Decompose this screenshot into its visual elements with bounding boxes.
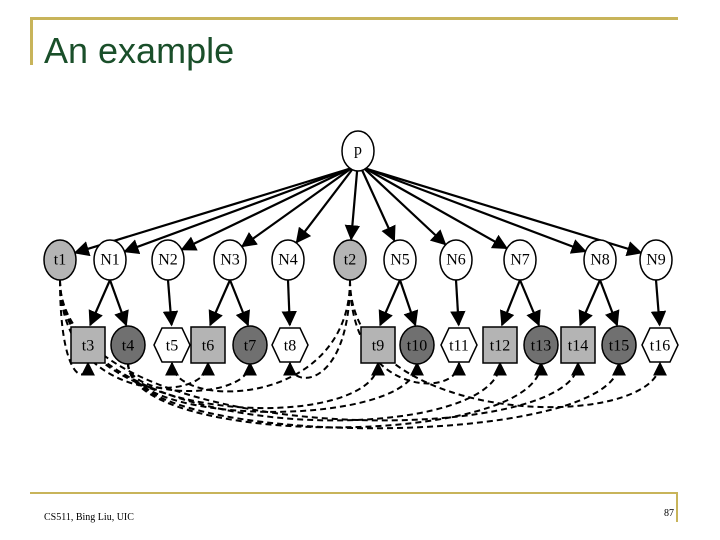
dashed-link-t2-t5 xyxy=(165,279,351,393)
node-label-t16: t16 xyxy=(650,338,670,355)
edge-p-N8 xyxy=(366,167,587,254)
node-N8: N8 xyxy=(583,239,617,281)
node-t10: t10 xyxy=(399,325,435,365)
edge-p-N5 xyxy=(360,168,396,242)
edge-N8-t14 xyxy=(578,279,602,327)
dashed-link-t4-t7 xyxy=(127,361,257,392)
edge-N5-t9 xyxy=(378,279,402,327)
node-t8: t8 xyxy=(271,327,309,363)
node-t9: t9 xyxy=(360,326,396,364)
node-t12: t12 xyxy=(482,326,518,364)
dashed-link-t1-t6 xyxy=(59,279,215,389)
node-t1: t1 xyxy=(43,239,77,281)
node-label-t13: t13 xyxy=(531,338,551,355)
node-label-t8: t8 xyxy=(284,338,296,355)
edge-N8-t15 xyxy=(598,279,620,327)
node-label-t11: t11 xyxy=(449,338,469,355)
dashed-link-t2-t8 xyxy=(283,279,351,379)
node-label-N7: N7 xyxy=(510,252,530,269)
footer-credit: CS511, Bing Liu, UIC xyxy=(44,512,134,523)
node-N4: N4 xyxy=(271,239,305,281)
node-t15: t15 xyxy=(601,325,637,365)
edge-p-t1 xyxy=(73,167,349,257)
edge-p-N1 xyxy=(123,167,350,254)
node-label-t7: t7 xyxy=(244,338,256,355)
node-t11: t11 xyxy=(440,327,478,363)
node-t4: t4 xyxy=(110,325,146,365)
node-p: p xyxy=(341,130,375,172)
node-t13: t13 xyxy=(523,325,559,365)
dashed-link-t1-t3 xyxy=(59,279,95,376)
solid-edges xyxy=(73,167,667,327)
edge-N9-t16 xyxy=(650,279,667,327)
node-label-t3: t3 xyxy=(82,338,94,355)
dashed-link-t4-t15 xyxy=(127,361,626,430)
node-label-N2: N2 xyxy=(158,252,178,269)
node-N5: N5 xyxy=(383,239,417,281)
node-label-t10: t10 xyxy=(407,338,427,355)
node-t6: t6 xyxy=(190,326,226,364)
dashed-link-t4-t10 xyxy=(127,361,424,413)
node-N1: N1 xyxy=(93,239,127,281)
slide-frame-top xyxy=(30,17,678,20)
node-label-t4: t4 xyxy=(122,338,134,355)
node-label-N8: N8 xyxy=(590,252,610,269)
node-label-t2: t2 xyxy=(344,252,356,269)
edge-p-N4 xyxy=(295,168,354,244)
edge-p-N2 xyxy=(180,168,350,251)
edge-N2-t5 xyxy=(162,279,179,327)
slide-frame-left xyxy=(30,17,33,65)
node-t7: t7 xyxy=(232,325,268,365)
node-label-t6: t6 xyxy=(202,338,214,355)
node-N9: N9 xyxy=(639,239,673,281)
node-N7: N7 xyxy=(503,239,537,281)
node-t16: t16 xyxy=(641,327,679,363)
edge-p-N6 xyxy=(363,168,447,246)
slide-frame-bottom xyxy=(30,492,678,494)
node-label-N1: N1 xyxy=(100,252,120,269)
node-label-t14: t14 xyxy=(568,338,588,355)
node-t5: t5 xyxy=(153,327,191,363)
node-label-N5: N5 xyxy=(390,252,410,269)
edge-N6-t11 xyxy=(450,279,466,327)
page-number: 87 xyxy=(664,508,674,519)
node-label-N4: N4 xyxy=(278,252,298,269)
edge-p-t2 xyxy=(344,168,361,241)
node-label-t9: t9 xyxy=(372,338,384,355)
dashed-link-t4-t13 xyxy=(127,361,548,429)
node-label-t1: t1 xyxy=(54,252,66,269)
node-label-N9: N9 xyxy=(646,252,666,269)
dashed-link-t1-t12 xyxy=(59,279,507,422)
node-label-N6: N6 xyxy=(446,252,466,269)
edge-N7-t12 xyxy=(499,279,522,327)
edge-N3-t6 xyxy=(208,279,232,327)
edge-N1-t4 xyxy=(108,279,129,327)
edge-N1-t3 xyxy=(88,279,112,327)
node-t14: t14 xyxy=(560,326,596,364)
node-N6: N6 xyxy=(439,239,473,281)
dashed-link-t1-t9 xyxy=(59,279,385,410)
page-title: An example xyxy=(44,30,235,71)
node-t2: t2 xyxy=(333,239,367,281)
edge-N4-t8 xyxy=(281,279,297,327)
node-label-t12: t12 xyxy=(490,338,510,355)
node-N3: N3 xyxy=(213,239,247,281)
edge-N3-t7 xyxy=(228,279,251,327)
edge-N5-t10 xyxy=(398,279,419,327)
dashed-link-t2-t11 xyxy=(349,279,466,385)
node-label-N3: N3 xyxy=(220,252,240,269)
node-label-t5: t5 xyxy=(166,338,178,355)
node-label-t15: t15 xyxy=(609,338,629,355)
edge-p-N9 xyxy=(367,167,643,257)
edge-p-N3 xyxy=(240,168,352,248)
nodes: p t1 N1 N2 N3 N4 t2 N5 N6 N7 N8 N9 t3 t4 t5 t6 t7 t8 t9 t10… xyxy=(43,130,679,365)
edge-N7-t13 xyxy=(518,279,541,327)
node-t3: t3 xyxy=(70,326,106,364)
node-N2: N2 xyxy=(151,239,185,281)
node-label-p: p xyxy=(354,142,362,159)
slide-frame-right xyxy=(676,492,678,522)
tree-diagram: p t1 N1 N2 N3 N4 t2 N5 N6 N7 N8 N9 t3 t4 t5 t6 t7 t8 t9 t10… xyxy=(43,130,679,430)
edge-p-N7 xyxy=(365,168,509,250)
